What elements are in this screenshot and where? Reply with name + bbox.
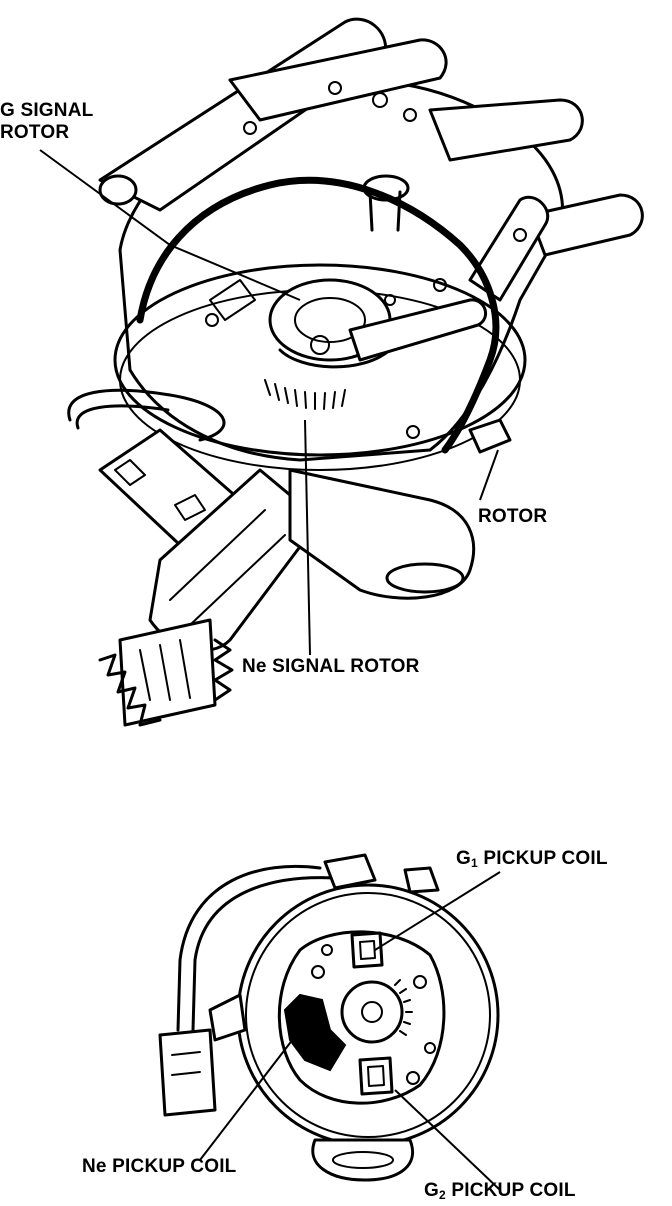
rotor-tip xyxy=(468,418,512,454)
g1-pickup-coil xyxy=(350,931,384,969)
signal-rotor-center xyxy=(340,980,404,1044)
distributor-assembly-illustration xyxy=(39,17,644,727)
g-signal-rotor-label-line1: G SIGNAL xyxy=(0,100,94,121)
g2-label-prefix: G xyxy=(424,1180,439,1201)
g2-pickup-coil xyxy=(358,1056,394,1096)
mounting-flange xyxy=(288,468,476,600)
pickup-wire-harness xyxy=(176,864,322,1032)
ne-pickup-coil xyxy=(283,993,347,1072)
g2-label-subscript: 2 xyxy=(438,1188,446,1202)
g1-label-prefix: G xyxy=(456,848,471,869)
g-signal-rotor-label: G SIGNAL ROTOR xyxy=(0,100,93,144)
bottom-leader-lines xyxy=(199,871,501,1191)
drive-gear xyxy=(98,618,234,727)
ne-signal-rotor-label: Ne SIGNAL ROTOR xyxy=(242,656,420,677)
pickup-mounting-flange xyxy=(311,1138,415,1182)
cap-terminal-towers xyxy=(98,17,644,302)
ne-pickup-coil-label: Ne PICKUP COIL xyxy=(82,1156,237,1177)
distributor-housing-ring xyxy=(113,263,527,457)
g2-pickup-coil-label: G2 PICKUP COIL xyxy=(424,1180,576,1206)
rotor-label: ROTOR xyxy=(478,506,548,527)
g1-pickup-coil-label: G1 PICKUP COIL xyxy=(456,848,608,874)
g1-label-suffix: PICKUP COIL xyxy=(477,848,608,869)
g2-label-suffix: PICKUP COIL xyxy=(445,1180,576,1201)
g-signal-rotor-label-line2: ROTOR xyxy=(0,122,70,143)
pickup-coil-illustration xyxy=(158,853,501,1191)
mounting-screws xyxy=(311,944,436,1085)
top-leader-lines xyxy=(39,149,499,656)
cap-gasket-outline xyxy=(136,176,500,454)
connector-wire xyxy=(67,388,226,442)
harness-clamp xyxy=(323,853,377,890)
g1-label-subscript: 1 xyxy=(470,856,478,870)
